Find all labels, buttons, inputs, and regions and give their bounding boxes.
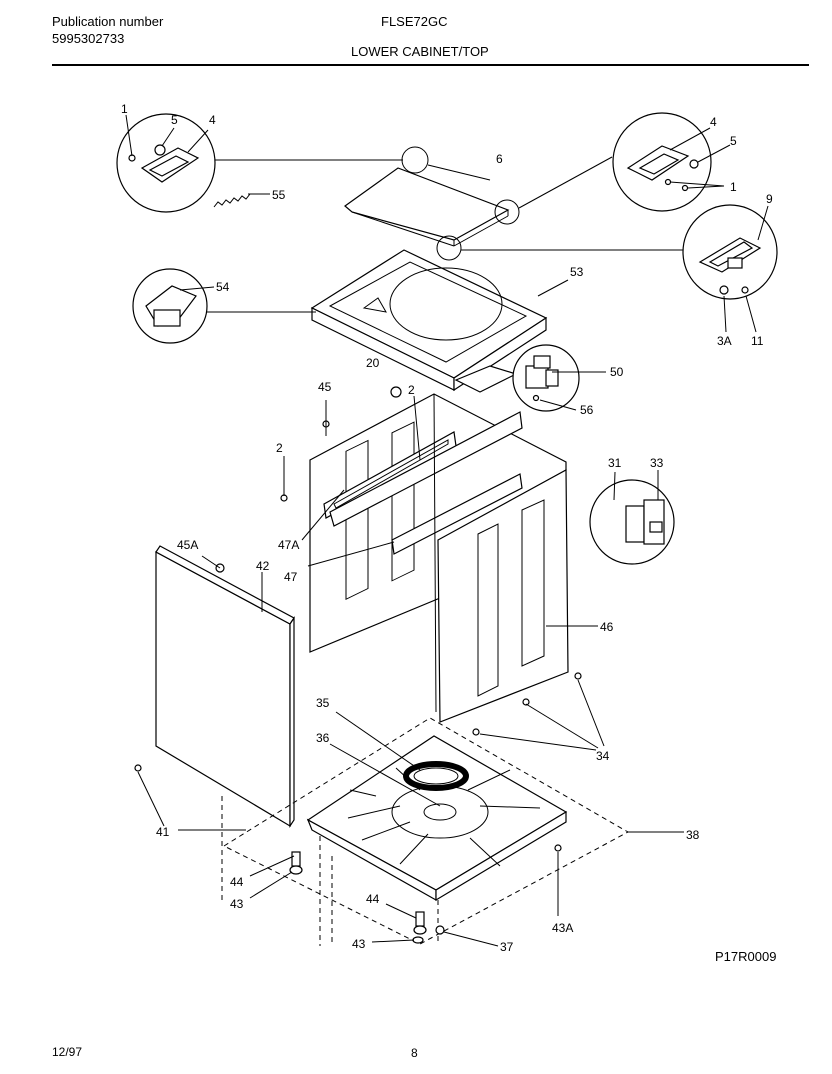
callout-36: 36 xyxy=(316,731,330,745)
callout-43c: 43A xyxy=(552,921,573,935)
callout-6: 6 xyxy=(496,152,503,166)
callout-31: 31 xyxy=(608,456,622,470)
callout-35: 35 xyxy=(316,696,330,710)
front-panel-part-42 xyxy=(155,545,295,904)
callout-2b: 2 xyxy=(408,383,415,397)
leveling-feet xyxy=(289,844,562,944)
header-rule xyxy=(52,64,809,66)
callout-4a: 4 xyxy=(209,113,216,127)
callout-38: 38 xyxy=(686,828,700,842)
drawing-code: P17R0009 xyxy=(715,949,776,964)
callout-44a: 44 xyxy=(230,875,244,889)
callout-labels: 1 5 4 55 6 4 5 1 9 3A 11 54 53 50 56 20 … xyxy=(121,102,773,954)
callout-42: 42 xyxy=(256,559,270,573)
callout-43b: 43 xyxy=(352,937,366,951)
callout-5a: 5 xyxy=(171,113,178,127)
lid-part-6 xyxy=(344,146,684,261)
callout-47: 47 xyxy=(284,570,298,584)
detail-circle-part-50 xyxy=(512,344,606,412)
callout-1b: 1 xyxy=(730,180,737,194)
cabinet-rear-panel xyxy=(309,393,567,713)
callout-37: 37 xyxy=(500,940,514,954)
callout-34: 34 xyxy=(596,749,610,763)
callout-53: 53 xyxy=(570,265,584,279)
publication-number: 5995302733 xyxy=(52,31,125,46)
detail-circle-left xyxy=(132,268,316,344)
section-title: LOWER CABINET/TOP xyxy=(351,44,489,59)
detail-circle-top-left xyxy=(116,113,403,213)
callout-20: 20 xyxy=(366,356,380,370)
leader-lines xyxy=(137,395,605,947)
spring-part-55 xyxy=(213,193,270,208)
callout-33: 33 xyxy=(650,456,664,470)
callout-1a: 1 xyxy=(121,102,128,116)
base-part-38 xyxy=(222,717,684,946)
callout-41: 41 xyxy=(156,825,170,839)
callout-54: 54 xyxy=(216,280,230,294)
footer-page: 8 xyxy=(411,1046,418,1060)
callout-56: 56 xyxy=(580,403,594,417)
callout-5b: 5 xyxy=(730,134,737,148)
callout-45a: 45A xyxy=(177,538,198,552)
callout-3a: 3A xyxy=(717,334,732,348)
callout-44b: 44 xyxy=(366,892,380,906)
detail-circle-right xyxy=(682,204,778,333)
callout-45: 45 xyxy=(318,380,332,394)
detail-circle-part-33 xyxy=(589,470,675,565)
top-panel-part-53 xyxy=(310,249,569,393)
side-panel-part-46 xyxy=(437,468,569,723)
model-number: FLSE72GC xyxy=(381,14,448,29)
detail-circle-top-right xyxy=(612,112,731,212)
callout-55: 55 xyxy=(272,188,286,202)
callout-50: 50 xyxy=(610,365,624,379)
callout-46: 46 xyxy=(600,620,614,634)
callout-2a: 2 xyxy=(276,441,283,455)
callout-11: 11 xyxy=(751,334,764,348)
callout-43a: 43 xyxy=(230,897,244,911)
callout-4b: 4 xyxy=(710,115,717,129)
callout-9: 9 xyxy=(766,192,773,206)
callout-47a: 47A xyxy=(278,538,299,552)
footer-date: 12/97 xyxy=(52,1045,83,1059)
publication-label: Publication number xyxy=(52,14,164,29)
